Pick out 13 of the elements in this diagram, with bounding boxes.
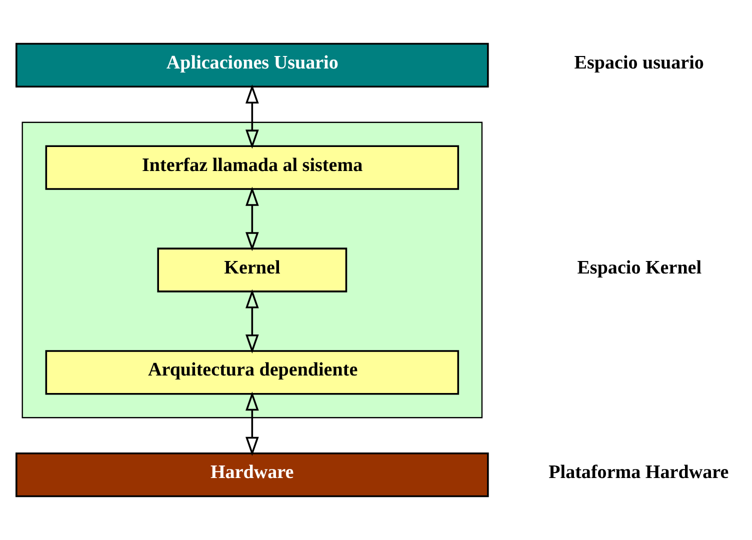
arrow xyxy=(245,289,259,354)
arrow xyxy=(245,84,259,149)
label: Espacio Kernel xyxy=(577,257,702,278)
arrow xyxy=(245,392,259,456)
arrow xyxy=(245,186,259,252)
label: Plataforma Hardware xyxy=(548,462,729,484)
node-box: Hardware xyxy=(16,452,489,498)
cluster xyxy=(22,122,483,418)
node-box: Kernel xyxy=(157,248,348,292)
node-box: Arquitectura dependiente xyxy=(45,350,460,395)
label: Espacio usuario xyxy=(574,52,704,74)
node-box: Aplicaciones Usuario xyxy=(16,42,489,88)
node-box: Interfaz llamada al sistema xyxy=(45,145,460,190)
